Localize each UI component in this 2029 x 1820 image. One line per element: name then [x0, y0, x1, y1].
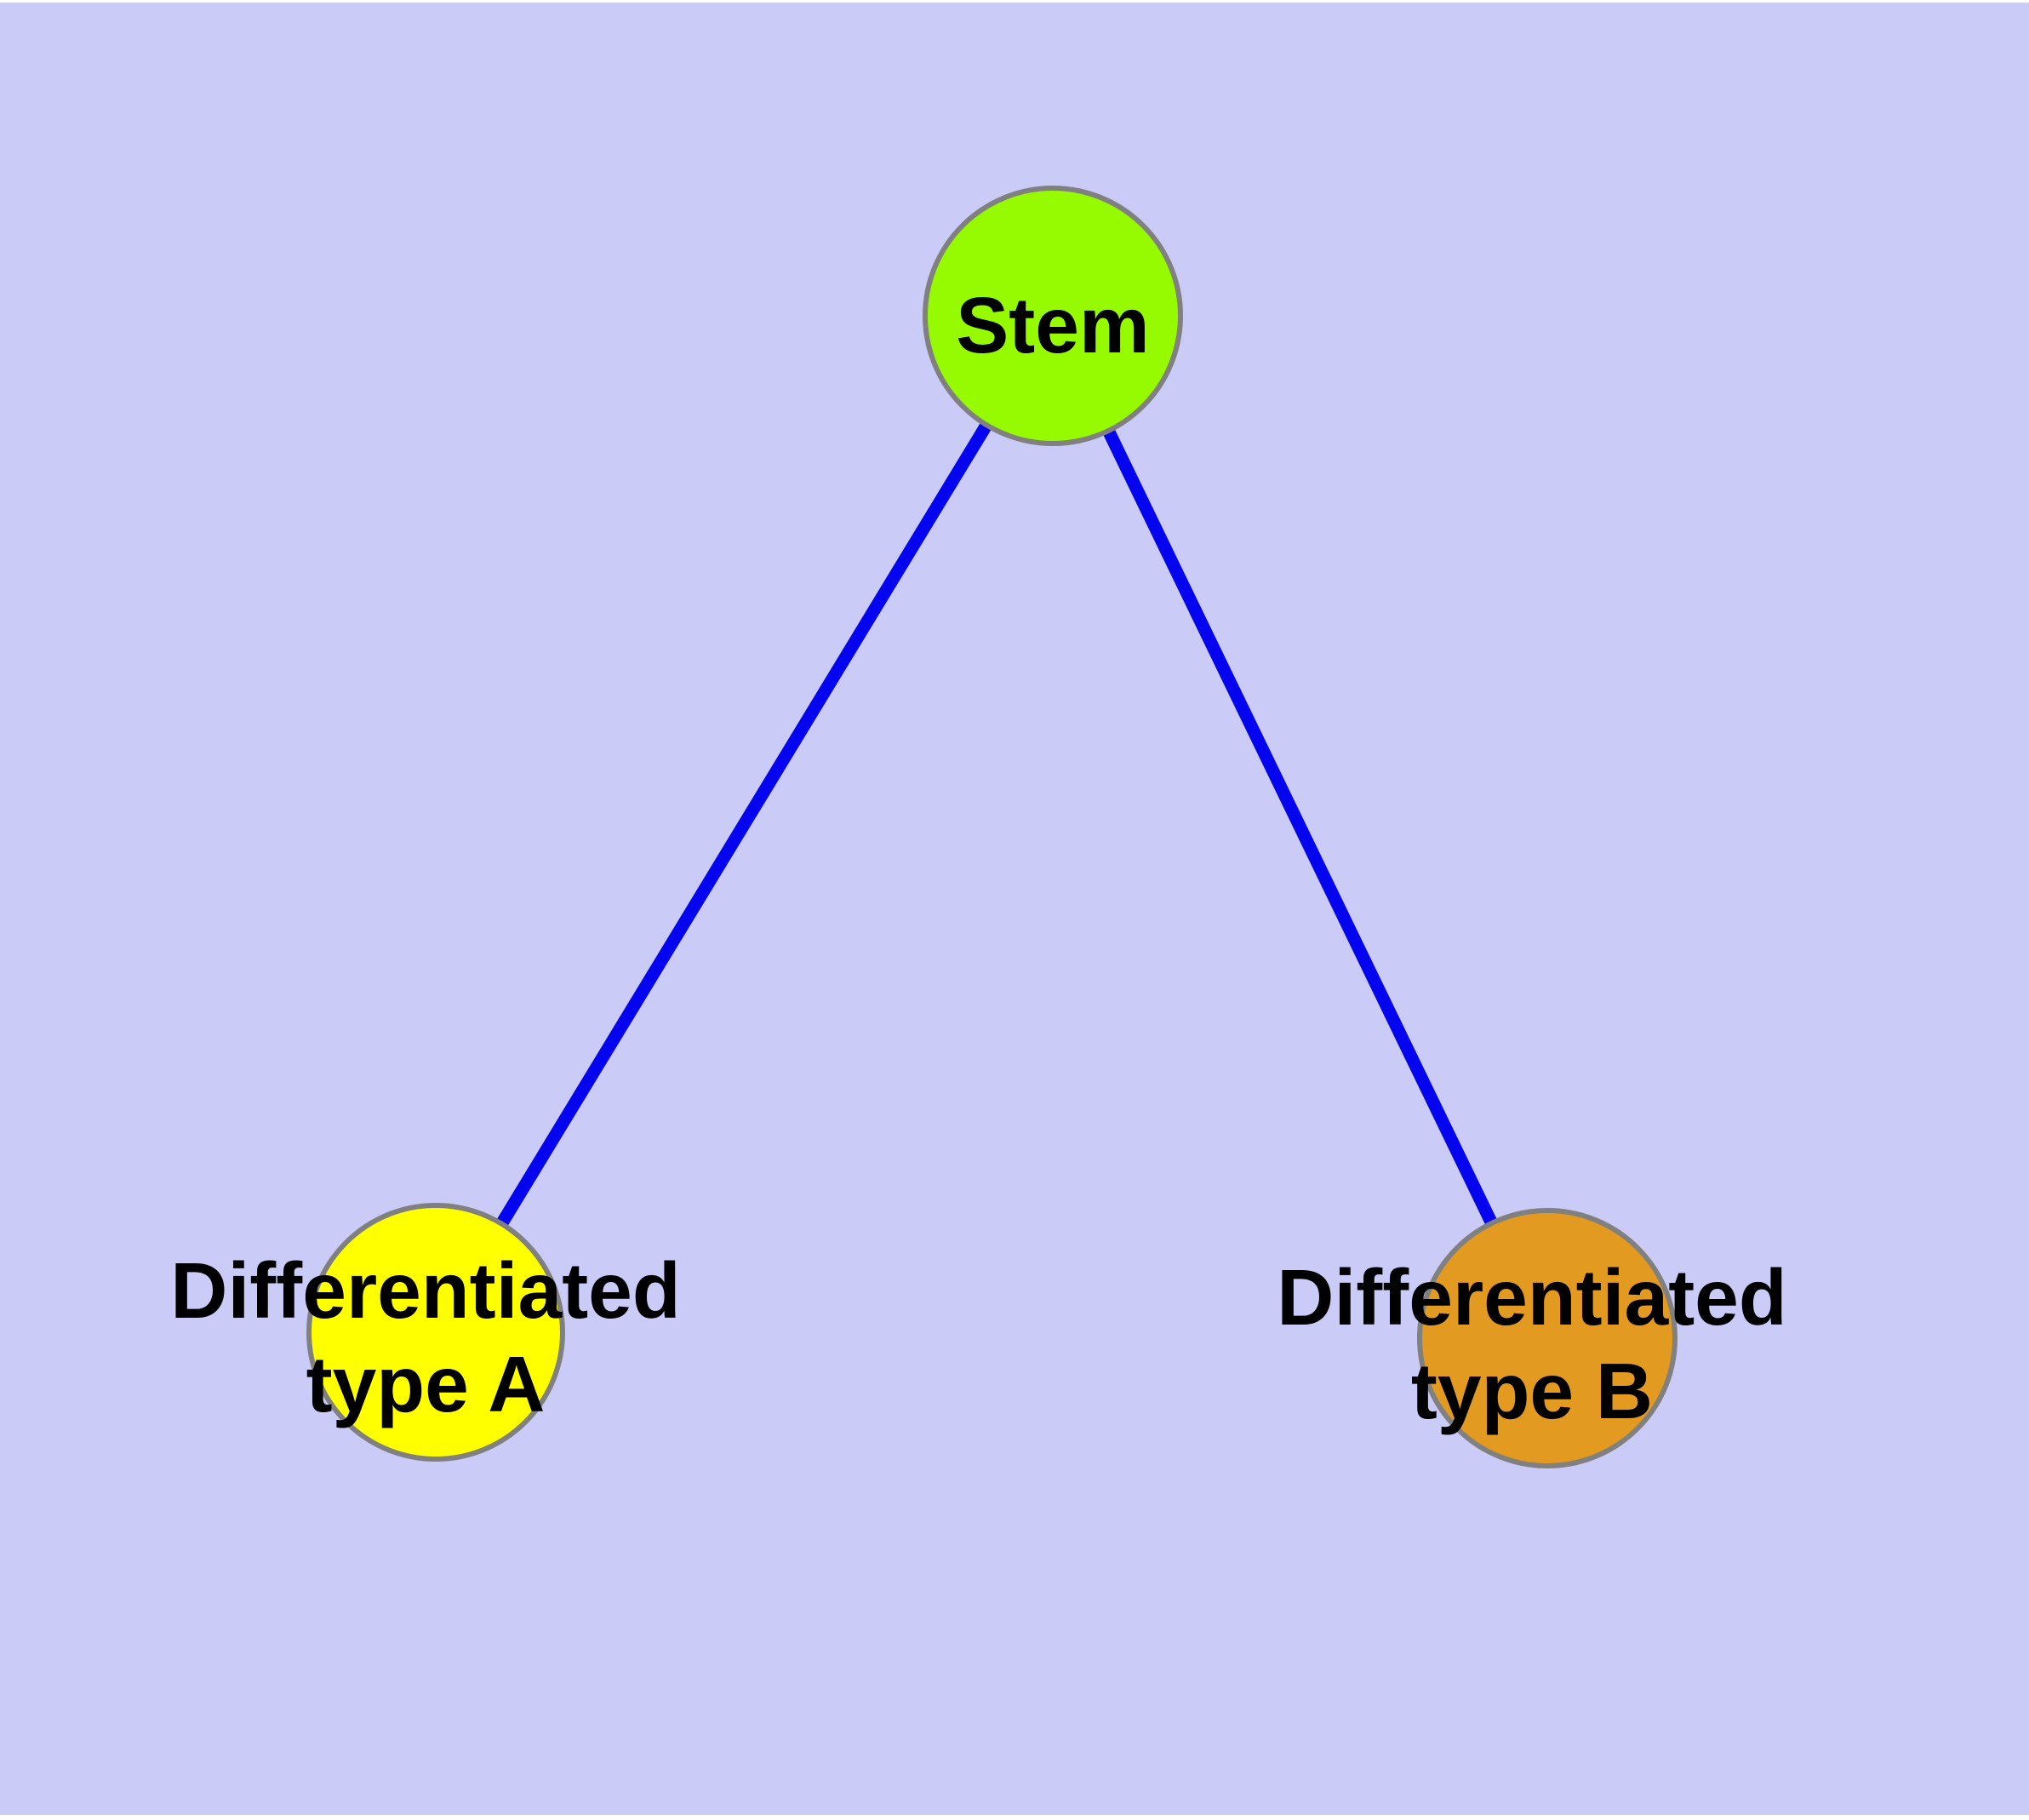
edge-stem-to-type-b [1047, 312, 1553, 1342]
node-label-type-a-line-1: Differentiated [170, 1246, 680, 1335]
node-label-type-a-line-2: type A [306, 1340, 546, 1428]
node-differentiated-type-a [306, 1203, 565, 1462]
edge-stem-to-type-a [430, 312, 1059, 1336]
node-differentiated-type-b [1417, 1208, 1677, 1468]
node-label-stem: Stem [956, 281, 1149, 369]
node-label-type-b-line-2: type B [1411, 1347, 1653, 1435]
node-label-type-b-line-1: Differentiated [1277, 1253, 1786, 1342]
node-stem [923, 186, 1183, 446]
